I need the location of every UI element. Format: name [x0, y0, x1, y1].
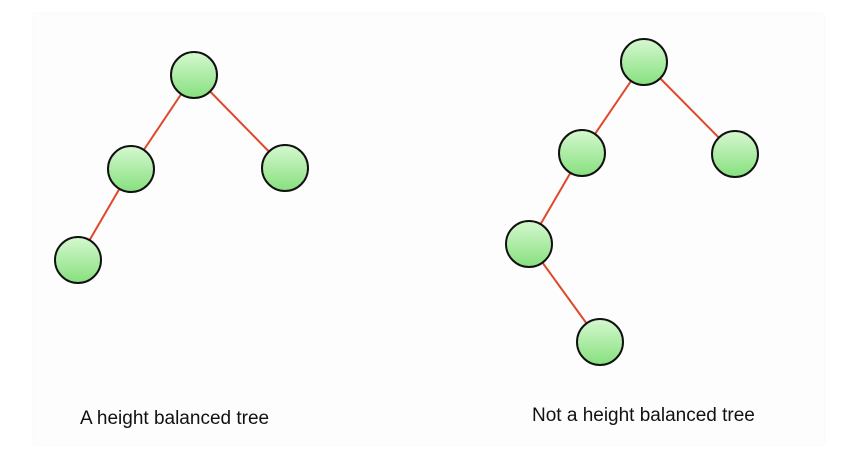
tree-node-left — [107, 145, 155, 193]
tree-node-left-left — [54, 236, 102, 284]
tree-node-right — [711, 130, 759, 178]
tree-node-right — [261, 144, 309, 192]
balanced-tree-caption: A height balanced tree — [80, 408, 270, 429]
diagram-panel — [34, 14, 824, 444]
tree-node-root — [170, 51, 218, 99]
tree-node-left-left — [505, 220, 553, 268]
tree-node-left-left-right — [576, 318, 624, 366]
unbalanced-tree-caption: Not a height balanced tree — [532, 405, 755, 426]
balanced-tree — [54, 51, 309, 284]
unbalanced-tree — [505, 38, 759, 366]
tree-node-root — [620, 38, 668, 86]
tree-node-left — [558, 129, 606, 177]
